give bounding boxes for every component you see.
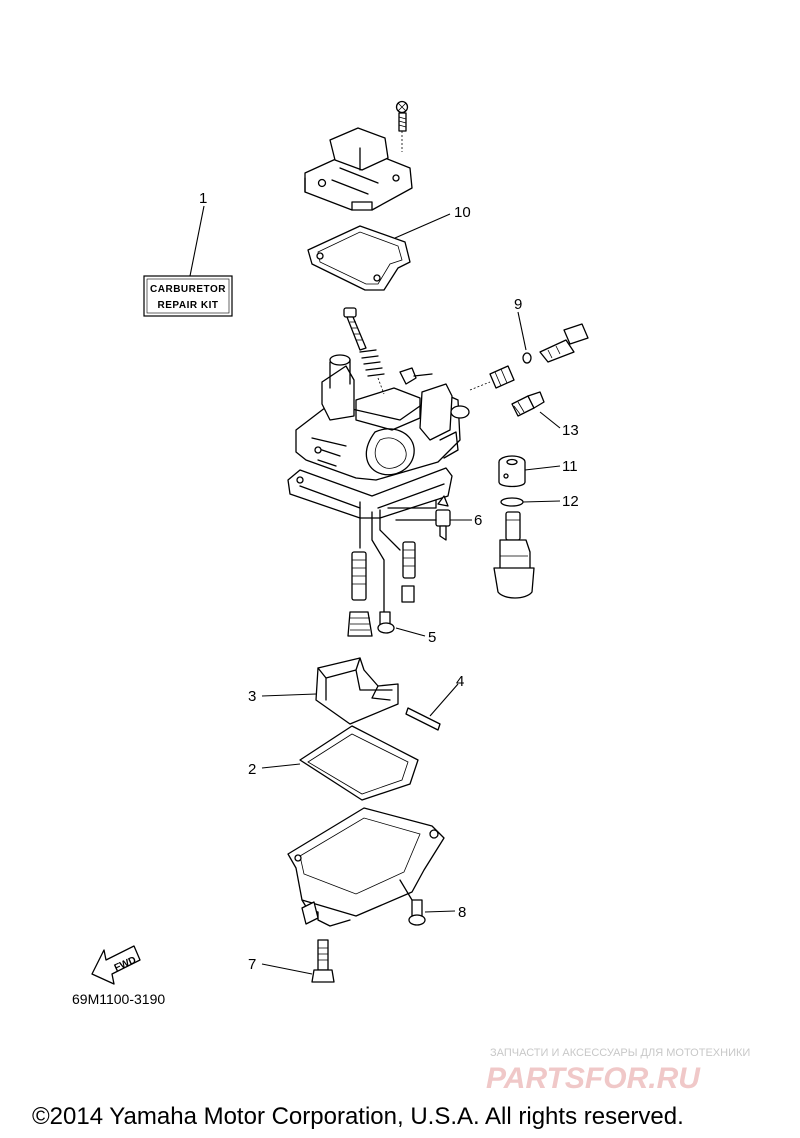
carburetor-body[interactable]: [287, 354, 470, 519]
collar[interactable]: [498, 455, 526, 488]
leader-line-8: [424, 910, 456, 913]
kit-line2: REPAIR KIT: [158, 300, 219, 311]
carburetor-repair-kit-box[interactable]: CARBURETOR REPAIR KIT: [143, 275, 233, 317]
leader-line-1: [189, 205, 205, 277]
part-number-6: 6: [474, 512, 482, 529]
part-number-1: 1: [199, 190, 207, 207]
float-pin[interactable]: [405, 707, 441, 731]
idle-adjust-screw[interactable]: [343, 307, 385, 395]
part-number-5: 5: [428, 629, 436, 646]
leader-line-3: [261, 693, 317, 697]
screw-7[interactable]: [311, 939, 335, 983]
leader-line-5: [395, 627, 426, 637]
copyright-text: ©2014 Yamaha Motor Corporation, U.S.A. A…: [32, 1103, 684, 1130]
part-number-12: 12: [562, 493, 579, 510]
part-number-8: 8: [458, 904, 466, 921]
top-gasket[interactable]: [307, 225, 411, 291]
diagram-code: 69M1100-3190: [72, 991, 165, 1007]
choke-plunger[interactable]: [493, 511, 535, 599]
part-number-3: 3: [248, 688, 256, 705]
needle-valve[interactable]: [435, 495, 451, 541]
leader-line-2: [261, 763, 301, 769]
part-number-9: 9: [514, 296, 522, 313]
top-cover-screw[interactable]: [395, 100, 409, 153]
fuel-fitting[interactable]: [511, 391, 545, 417]
watermark-brand: PARTSFOR.RU: [486, 1062, 701, 1095]
leader-line-4: [429, 683, 459, 717]
leader-line-7: [261, 963, 313, 975]
fwd-arrow-icon: FWD: [91, 945, 141, 985]
carburetor-top-cover[interactable]: [304, 127, 413, 211]
part-number-2: 2: [248, 761, 256, 778]
leader-line-13: [539, 411, 561, 429]
side-screw[interactable]: [399, 367, 433, 385]
main-jet-assembly[interactable]: [347, 499, 437, 637]
float-chamber[interactable]: [287, 807, 445, 927]
float[interactable]: [315, 657, 399, 725]
watermark-tagline: ЗАПЧАСТИ И АКСЕССУАРЫ ДЛЯ МОТОТЕХНИКИ: [490, 1047, 750, 1059]
part-number-10: 10: [454, 204, 471, 221]
o-ring[interactable]: [500, 497, 524, 507]
pilot-screw[interactable]: [469, 323, 589, 391]
kit-line1: CARBURETOR: [150, 284, 226, 295]
leader-line-12: [522, 500, 561, 503]
screw-8[interactable]: [408, 899, 426, 926]
screw-5[interactable]: [377, 611, 395, 634]
leader-line-10: [394, 213, 451, 239]
part-number-13: 13: [562, 422, 579, 439]
part-number-11: 11: [562, 458, 578, 475]
float-chamber-gasket[interactable]: [299, 725, 419, 801]
part-number-4: 4: [456, 673, 464, 690]
part-number-7: 7: [248, 956, 256, 973]
leader-line-11: [524, 465, 561, 471]
leader-line-9: [517, 311, 527, 351]
